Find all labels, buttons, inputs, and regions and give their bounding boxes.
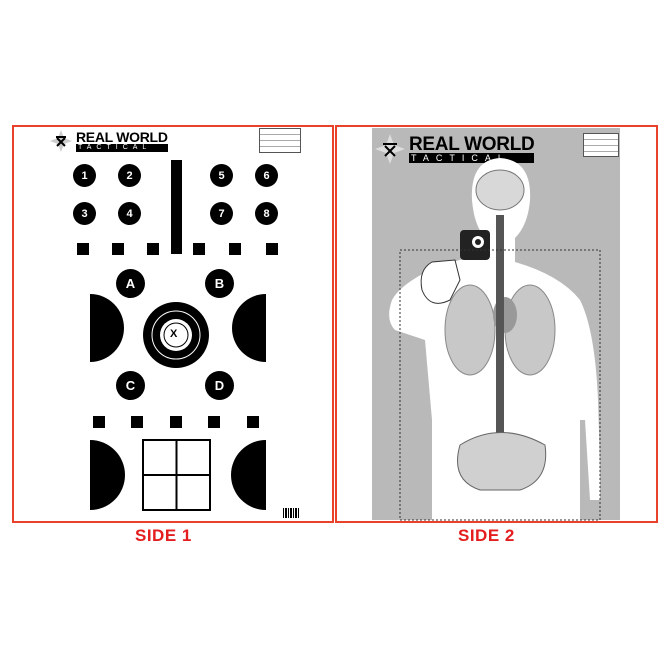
lungs — [444, 284, 556, 376]
center-target-label: X — [170, 328, 178, 340]
target-1: 1 — [73, 164, 96, 187]
hand — [420, 259, 461, 304]
square-target — [208, 416, 220, 428]
side-1-target — [12, 125, 334, 523]
target-3: 3 — [73, 202, 96, 225]
square-target — [266, 243, 278, 255]
half-circle-left-lower — [90, 440, 125, 510]
square-target — [131, 416, 143, 428]
half-circle-right-lower — [231, 440, 266, 510]
vertical-bar — [171, 160, 182, 254]
target-8: 8 — [255, 202, 278, 225]
square-target — [193, 243, 205, 255]
logo-text: REAL WORLD — [409, 133, 535, 155]
scoring-zone-outline — [399, 249, 601, 521]
grid-box — [142, 439, 211, 511]
pelvis — [457, 432, 547, 491]
logo-subtext: TACTICAL — [409, 152, 535, 163]
logo-star-icon — [375, 134, 405, 164]
square-target — [147, 243, 159, 255]
target-c: C — [116, 371, 145, 400]
side-2-label: SIDE 2 — [458, 526, 515, 545]
target-a: A — [116, 269, 145, 298]
barcode — [283, 508, 299, 518]
target-b: B — [205, 269, 234, 298]
target-6: 6 — [255, 164, 278, 187]
square-target — [112, 243, 124, 255]
target-4: 4 — [118, 202, 141, 225]
brain — [475, 169, 525, 211]
square-target — [93, 416, 105, 428]
side-2-target — [335, 125, 658, 523]
target-7: 7 — [210, 202, 233, 225]
square-target — [77, 243, 89, 255]
target-2: 2 — [118, 164, 141, 187]
half-circle-left-upper — [90, 294, 124, 362]
spine — [496, 215, 504, 445]
target-d: D — [205, 371, 234, 400]
square-target — [229, 243, 241, 255]
info-box — [259, 128, 301, 153]
square-target — [170, 416, 182, 428]
logo-text: REAL WORLD — [76, 128, 168, 145]
logo-subtext: TACTICAL — [76, 143, 168, 152]
half-circle-right-upper — [232, 294, 266, 362]
target-5: 5 — [210, 164, 233, 187]
handgun — [460, 230, 490, 260]
logo-star-icon — [50, 130, 72, 152]
info-box — [583, 133, 619, 157]
side-1-label: SIDE 1 — [135, 526, 192, 545]
square-target — [247, 416, 259, 428]
bullseye — [143, 302, 209, 368]
